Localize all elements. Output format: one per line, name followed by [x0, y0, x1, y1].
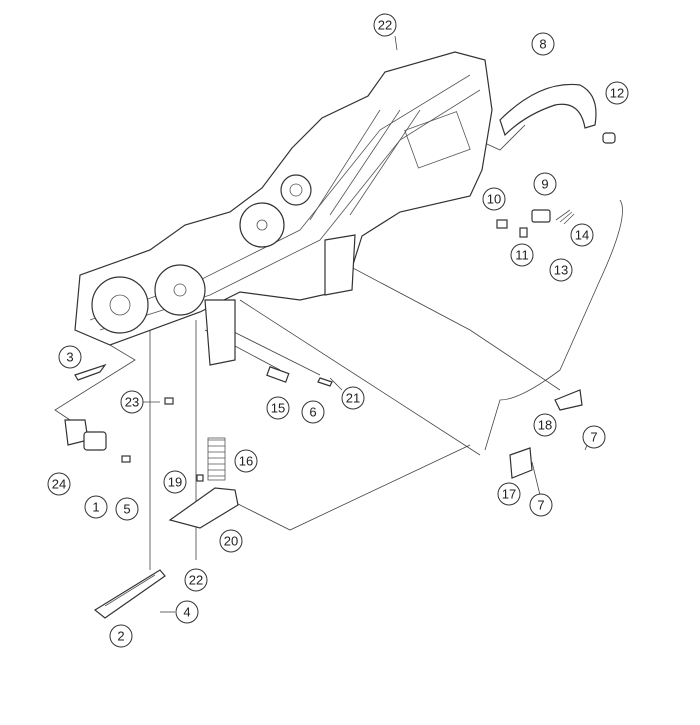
- callout-number: 3: [66, 350, 73, 365]
- lever-part-2: [93, 569, 166, 619]
- callout-circle: [219, 529, 243, 553]
- callout-24: 24: [47, 472, 71, 496]
- callout-number: 15: [271, 401, 285, 416]
- callout-number: 22: [189, 573, 203, 588]
- callout-circle: [47, 472, 71, 496]
- callout-1: 1: [84, 495, 108, 519]
- callout-circle: [529, 493, 553, 517]
- callout-number: 19: [168, 475, 182, 490]
- callout-5: 5: [115, 497, 139, 521]
- callout-6: 6: [301, 400, 325, 424]
- callout-number: 13: [554, 263, 568, 278]
- callout-circle: [510, 243, 534, 267]
- callout-circle: [497, 482, 521, 506]
- callout-15: 15: [266, 396, 290, 420]
- callout-number: 21: [346, 391, 360, 406]
- callout-2: 2: [109, 624, 133, 648]
- callout-number: 5: [123, 502, 130, 517]
- callout-number: 9: [541, 177, 548, 192]
- callout-number: 1: [92, 500, 99, 515]
- callout-number: 12: [610, 86, 624, 101]
- callout-number: 2: [117, 629, 124, 644]
- callout-circle: [373, 13, 397, 37]
- callout-number: 10: [487, 192, 501, 207]
- handle-part-8: [499, 83, 597, 137]
- callout-13: 13: [549, 258, 573, 282]
- callout-number: 4: [183, 605, 190, 620]
- feeder-body: [74, 51, 493, 366]
- callout-circle: [266, 396, 290, 420]
- callout-circle: [115, 497, 139, 521]
- callout-number: 23: [125, 395, 139, 410]
- callout-number: 7: [590, 430, 597, 445]
- callout-number: 22: [378, 18, 392, 33]
- callout-circle: [605, 81, 629, 105]
- callout-number: 24: [52, 477, 66, 492]
- callout-14: 14: [570, 223, 594, 247]
- callout-11: 11: [510, 243, 534, 267]
- callout-circle: [163, 470, 187, 494]
- callout-number: 17: [502, 487, 516, 502]
- callout-number: 20: [224, 534, 238, 549]
- callout-20: 20: [219, 529, 243, 553]
- callout-number: 8: [539, 37, 546, 52]
- callout-8: 8: [531, 32, 555, 56]
- callout-circle: [109, 624, 133, 648]
- callout-19: 19: [163, 470, 187, 494]
- parts: [64, 83, 616, 619]
- callout-number: 18: [538, 418, 552, 433]
- callout-22: 22: [373, 13, 397, 37]
- callout-circle: [84, 495, 108, 519]
- callout-number: 6: [309, 405, 316, 420]
- leader-lines: [54, 35, 623, 613]
- callout-circle: [531, 32, 555, 56]
- callout-circle: [234, 449, 258, 473]
- callout-7: 7: [582, 425, 606, 449]
- callout-circle: [482, 187, 506, 211]
- callout-circle: [301, 400, 325, 424]
- callout-22: 22: [184, 568, 208, 592]
- callout-circle: [533, 172, 557, 196]
- callout-3: 3: [58, 345, 82, 369]
- callout-number: 11: [515, 248, 529, 263]
- callout-21: 21: [341, 386, 365, 410]
- callout-12: 12: [605, 81, 629, 105]
- callout-circle: [120, 390, 144, 414]
- callout-number: 16: [239, 454, 253, 469]
- callout-circle: [549, 258, 573, 282]
- callout-4: 4: [175, 600, 199, 624]
- callout-number: 7: [537, 498, 544, 513]
- callout-10: 10: [482, 187, 506, 211]
- callout-18: 18: [533, 413, 557, 437]
- callout-number: 14: [575, 228, 589, 243]
- callout-circle: [533, 413, 557, 437]
- callout-circle: [175, 600, 199, 624]
- callout-23: 23: [120, 390, 144, 414]
- callout-circle: [582, 425, 606, 449]
- callout-circle: [58, 345, 82, 369]
- callout-16: 16: [234, 449, 258, 473]
- callout-9: 9: [533, 172, 557, 196]
- callout-circle: [570, 223, 594, 247]
- callout-circle: [341, 386, 365, 410]
- callout-circle: [184, 568, 208, 592]
- callout-7: 7: [529, 493, 553, 517]
- callout-17: 17: [497, 482, 521, 506]
